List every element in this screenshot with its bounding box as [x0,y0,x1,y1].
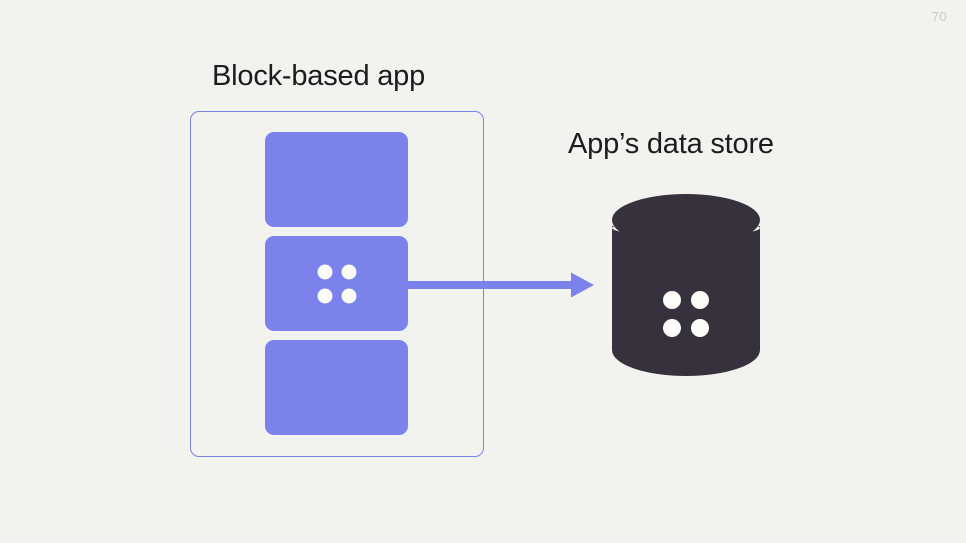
dot [341,264,356,279]
dot [317,264,332,279]
dot [663,291,681,309]
arrow-right-icon [404,272,594,298]
dot [691,319,709,337]
app-block-1 [265,132,408,227]
dot [317,288,332,303]
block-based-app-title: Block-based app [212,60,426,92]
app-block-2 [265,236,408,331]
cylinder-body [612,226,760,376]
cylinder-top-ellipse [612,194,760,246]
page-number: 70 [931,9,947,24]
data-dots-icon [317,264,356,303]
database-cylinder-icon [612,194,760,376]
data-dots-icon [663,291,709,337]
app-block-3 [265,340,408,435]
dot [691,291,709,309]
data-store-title: App’s data store [568,128,774,160]
dot [341,288,356,303]
dot [663,319,681,337]
